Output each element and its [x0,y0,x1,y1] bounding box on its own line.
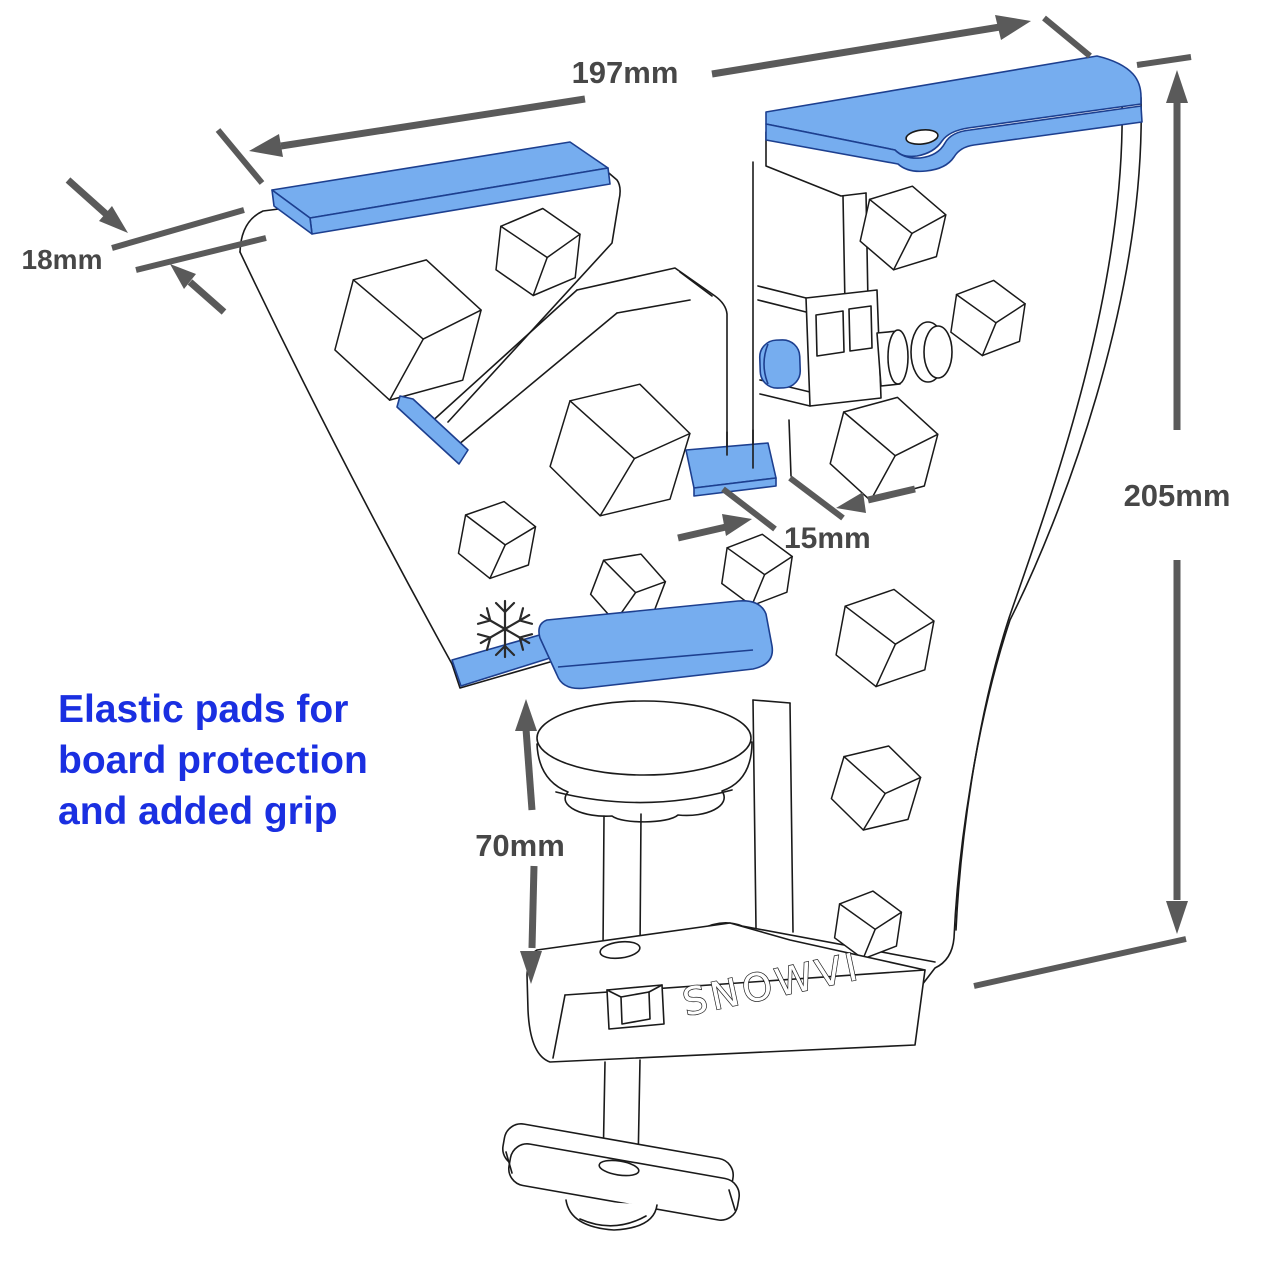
bottom-arm-pad [451,599,774,690]
slot-pad-sliver [396,395,469,465]
dimension-pad-thickness: 18mm [22,177,267,315]
elastic-pads [271,55,1143,690]
clamp-bar: SNOWVI [526,922,926,1063]
right-top-pad [765,55,1143,173]
dimension-width: 197mm [215,15,1092,185]
dimension-pad-thickness-label: 18mm [22,244,103,275]
dimension-annotations: 197mm 18mm 205mm [22,15,1231,989]
dimension-slot: 15mm [677,475,916,555]
dimension-height-label: 205mm [1124,478,1231,513]
screw-hole-top [599,940,641,960]
pads-annotation-line2: board protection [58,739,368,782]
pads-annotation-line1: Elastic pads for [58,688,348,731]
snowflake-icon [476,599,534,659]
t-handle [502,1123,740,1231]
locking-pin-assembly [757,285,953,407]
pads-annotation-line3: and added grip [58,790,338,833]
pad-screw-hole [905,128,939,146]
bar-rect-hole [606,984,665,1030]
clamp-screw-upper [602,813,642,951]
dimension-height: 205mm [973,54,1231,989]
dimension-slot-label: 15mm [784,522,871,555]
left-top-pad [271,141,611,235]
clamp-knob [536,700,753,823]
dimension-clamp-range-label: 70mm [475,828,565,863]
center-pad [685,429,777,497]
pads-annotation: Elastic pads for board protection and ad… [58,688,368,833]
dimension-width-label: 197mm [572,55,679,90]
dimension-clamp-range: 70mm [475,699,565,984]
hexagon-cutouts [334,185,1026,960]
pin-cap [758,339,802,389]
